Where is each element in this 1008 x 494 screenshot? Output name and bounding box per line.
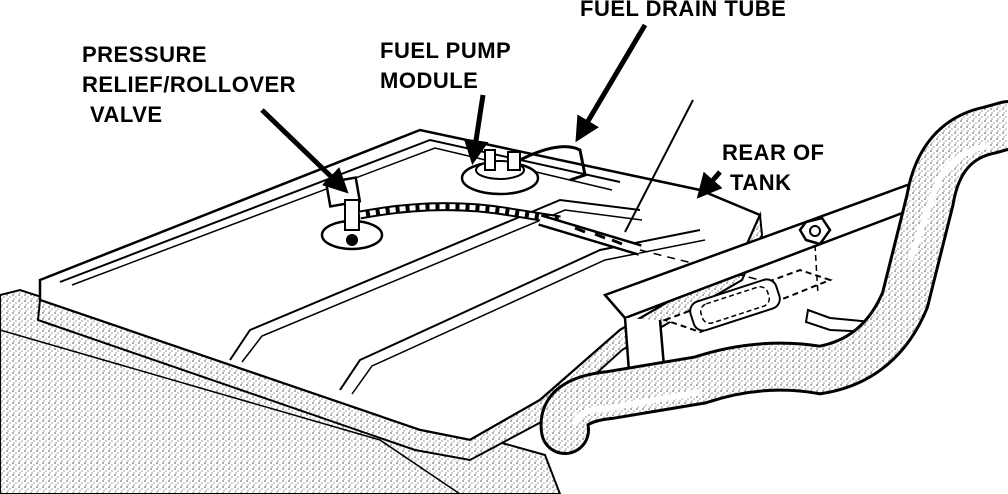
fuel-tank bbox=[36, 128, 764, 462]
exhaust-pipe bbox=[539, 100, 1008, 455]
leader-arrows bbox=[260, 23, 723, 233]
rear-of-tank-label: REAR OF TANK bbox=[722, 140, 825, 195]
pressure-relief-valve-label: PRESSURE RELIEF/ROLLOVER VALVE bbox=[82, 42, 297, 127]
fuel-pump-module-label: FUEL PUMP MODULE bbox=[380, 38, 512, 93]
pressure-relief-valve bbox=[320, 176, 384, 251]
fuel-pump-module bbox=[460, 145, 587, 196]
vent-hose bbox=[359, 202, 561, 225]
fuel-drain-tube bbox=[538, 214, 801, 291]
fuel-drain-tube-label: FUEL DRAIN TUBE bbox=[580, 0, 787, 21]
